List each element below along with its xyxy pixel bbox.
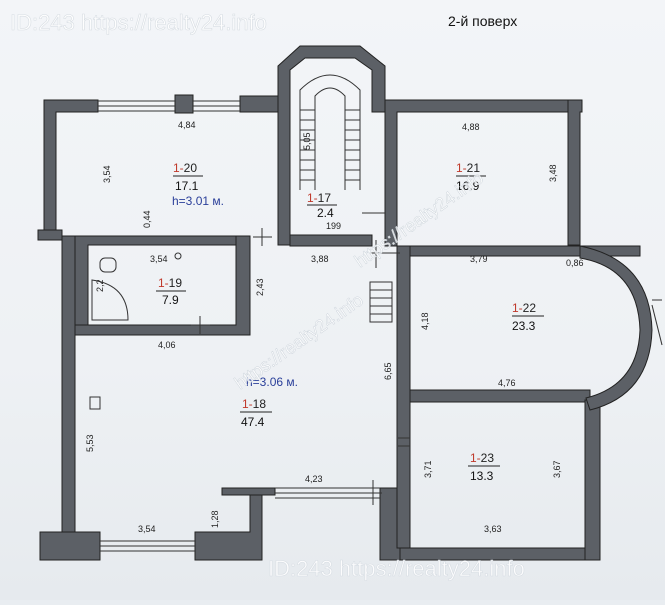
floor-label: 2-й поверх bbox=[448, 13, 517, 29]
room-area: 47.4 bbox=[241, 415, 265, 429]
dim-label: 3,54 bbox=[102, 165, 112, 183]
room-area: 13.3 bbox=[470, 469, 494, 483]
room-21: 1-21 16.9 bbox=[456, 161, 486, 193]
dim-label: 4,18 bbox=[420, 312, 430, 330]
radiator-icon bbox=[89, 396, 101, 410]
sink-icon bbox=[174, 252, 182, 260]
dim-label: 3,54 bbox=[138, 524, 156, 534]
room-height: h=3.01 м. bbox=[172, 194, 224, 208]
room-17: 1-17 2.4 bbox=[307, 191, 337, 220]
room-number: 17 bbox=[318, 191, 332, 205]
svg-text:1-23: 1-23 bbox=[470, 451, 494, 465]
dim-label: 199 bbox=[326, 221, 341, 231]
svg-text:1-21: 1-21 bbox=[456, 161, 480, 175]
dim-label: 0,44 bbox=[142, 210, 152, 228]
room-prefix: 1- bbox=[456, 161, 467, 175]
watermark-top: ID:243 https://realty24.info bbox=[10, 10, 267, 35]
room-number: 19 bbox=[169, 276, 183, 290]
room-19: 1-19 7.9 bbox=[156, 276, 186, 307]
room-area: 2.4 bbox=[317, 206, 334, 220]
wall-right-lower bbox=[584, 399, 601, 561]
dim-label: 0,86 bbox=[566, 258, 584, 268]
dim-label: 3,54 bbox=[150, 254, 168, 264]
dim-label: 3,71 bbox=[423, 460, 433, 478]
room-area: 7.9 bbox=[162, 293, 179, 307]
room-number: 18 bbox=[253, 397, 267, 411]
room-number: 21 bbox=[467, 161, 481, 175]
walls bbox=[37, 45, 653, 561]
room-18: h=3.06 м. 1-18 47.4 bbox=[240, 375, 298, 429]
room-area: 17.1 bbox=[175, 179, 199, 193]
svg-text:1-17: 1-17 bbox=[307, 191, 331, 205]
wall-right-upper bbox=[567, 99, 583, 246]
wall-bottom-mid-top bbox=[221, 487, 276, 496]
wall-wc-right bbox=[74, 235, 251, 336]
dim-label: 5,05 bbox=[302, 132, 312, 150]
wall-17-bottom bbox=[289, 234, 373, 247]
room-area: 16.9 bbox=[456, 179, 480, 193]
dim-label: 4,06 bbox=[158, 340, 176, 350]
wall-left bbox=[61, 235, 76, 533]
dim-label: 3,63 bbox=[484, 524, 502, 534]
windows bbox=[98, 100, 663, 552]
wall-top-left bbox=[43, 99, 99, 237]
wall-pillar bbox=[174, 94, 194, 114]
room-20: 1-20 17.1 h=3.01 м. bbox=[172, 161, 224, 208]
svg-text:1-19: 1-19 bbox=[158, 276, 182, 290]
dim-label: 3,48 bbox=[548, 164, 558, 182]
room-number: 23 bbox=[481, 451, 495, 465]
svg-text:1-20: 1-20 bbox=[173, 161, 197, 175]
room-prefix: 1- bbox=[470, 451, 481, 465]
wall-bay bbox=[579, 245, 653, 411]
wall-bottom-left bbox=[39, 531, 101, 561]
staircase bbox=[299, 74, 393, 323]
wall-inner-partition bbox=[396, 245, 411, 549]
wall-22-23 bbox=[409, 389, 591, 403]
room-number: 22 bbox=[523, 301, 537, 315]
room-prefix: 1- bbox=[242, 397, 253, 411]
room-number: 20 bbox=[184, 161, 198, 175]
dim-label: 2,43 bbox=[255, 278, 265, 296]
watermark-diagonal: https://realty24.info bbox=[231, 290, 367, 394]
dim-label: 2,2 bbox=[95, 279, 105, 292]
room-prefix: 1- bbox=[173, 161, 184, 175]
svg-text:1-18: 1-18 bbox=[242, 397, 266, 411]
room-prefix: 1- bbox=[158, 276, 169, 290]
dim-label: 3,88 bbox=[311, 254, 329, 264]
wall-left-stub bbox=[37, 229, 63, 241]
room-22: 1-22 23.3 bbox=[512, 301, 544, 333]
wall-bottom-mid bbox=[194, 494, 263, 561]
room-prefix: 1- bbox=[307, 191, 318, 205]
room-height: h=3.06 м. bbox=[246, 375, 298, 389]
dim-label: 3,79 bbox=[470, 254, 488, 264]
svg-text:1-22: 1-22 bbox=[512, 301, 536, 315]
bathroom-fixtures bbox=[89, 252, 182, 410]
watermark-bottom: ID:243 https://realty24.info bbox=[268, 556, 525, 581]
dim-label: 3,67 bbox=[552, 460, 562, 478]
dim-label: 5,53 bbox=[85, 434, 95, 452]
wall-top-left-2 bbox=[239, 95, 279, 113]
dim-label: 4,76 bbox=[498, 378, 516, 388]
room-area: 23.3 bbox=[512, 319, 536, 333]
dim-label: 4,84 bbox=[178, 120, 196, 130]
dim-label: 4,23 bbox=[305, 474, 323, 484]
dim-label: 4,88 bbox=[462, 122, 480, 132]
room-23: 1-23 13.3 bbox=[468, 451, 500, 483]
tick-marks bbox=[191, 212, 410, 505]
dim-label: 1,28 bbox=[210, 510, 220, 528]
dimension-labels: 4,84 3,54 0,44 4,88 3,48 5,05 199 3,88 3… bbox=[85, 120, 584, 534]
dim-label: 6,65 bbox=[383, 362, 393, 380]
room-prefix: 1- bbox=[512, 301, 523, 315]
